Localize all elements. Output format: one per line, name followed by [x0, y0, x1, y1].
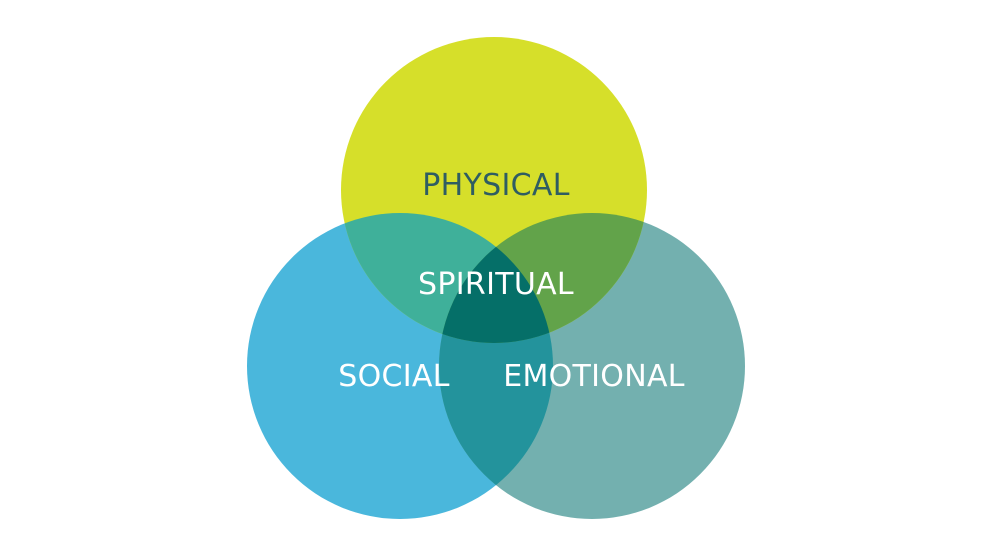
spiritual-label: SPIRITUAL — [418, 267, 574, 302]
physical-label: PHYSICAL — [422, 168, 569, 203]
emotional-label: EMOTIONAL — [503, 359, 685, 394]
social-label: SOCIAL — [338, 359, 450, 394]
center-overlap — [439, 213, 553, 343]
